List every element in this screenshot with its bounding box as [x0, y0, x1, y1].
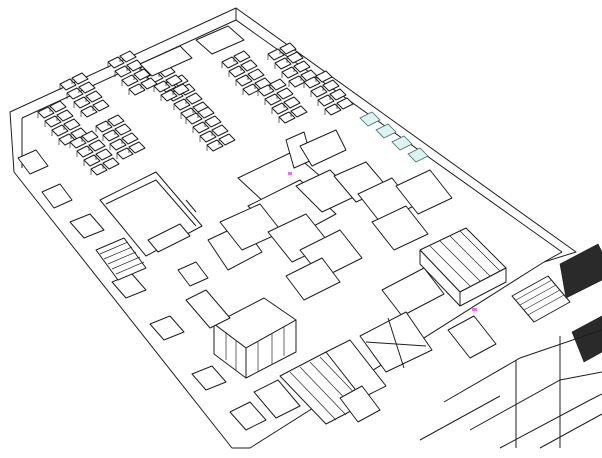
- exterior-piers: [17, 149, 227, 391]
- desk: [218, 133, 236, 146]
- server-cabinets: [213, 297, 297, 379]
- desk: [283, 96, 301, 109]
- desk: [329, 88, 347, 101]
- desk: [119, 50, 137, 63]
- desk: [88, 139, 106, 152]
- desk: [92, 99, 110, 112]
- central-offices: [177, 129, 453, 301]
- desk: [63, 118, 81, 131]
- desk: [140, 77, 158, 90]
- desk: [121, 132, 139, 145]
- right-shelving: [419, 227, 507, 311]
- desk: [165, 74, 183, 87]
- lower-left-partitions: [185, 289, 301, 431]
- desk: [172, 83, 190, 96]
- desk: [240, 59, 258, 72]
- adjacent-structure: [419, 329, 602, 449]
- glass-tables: [359, 111, 429, 163]
- left-room: [99, 171, 203, 257]
- desk: [49, 100, 67, 113]
- desk-clusters: [37, 42, 354, 176]
- desk: [211, 124, 229, 137]
- desk: [197, 106, 215, 119]
- desk: [95, 148, 113, 161]
- desk: [269, 78, 287, 91]
- desk: [286, 51, 304, 64]
- desk: [322, 79, 340, 92]
- desk: [276, 87, 294, 100]
- desk: [128, 141, 146, 154]
- desk: [71, 72, 89, 85]
- desk: [315, 70, 333, 83]
- desk: [185, 92, 203, 105]
- lower-right-rooms: [339, 267, 497, 423]
- desk: [290, 105, 308, 118]
- desk: [102, 157, 120, 170]
- top-counter: [139, 25, 245, 77]
- desk: [56, 109, 74, 122]
- desk: [78, 81, 96, 94]
- stair-left: [95, 237, 147, 281]
- desk: [114, 123, 132, 136]
- desk: [233, 50, 251, 63]
- desk: [336, 97, 354, 110]
- desk: [107, 114, 125, 127]
- stair-right: [511, 243, 602, 363]
- desk: [204, 115, 222, 128]
- desk: [279, 42, 297, 55]
- desk: [293, 60, 311, 73]
- desk: [247, 68, 265, 81]
- desk: [85, 90, 103, 103]
- desk: [81, 130, 99, 143]
- desk: [133, 68, 151, 81]
